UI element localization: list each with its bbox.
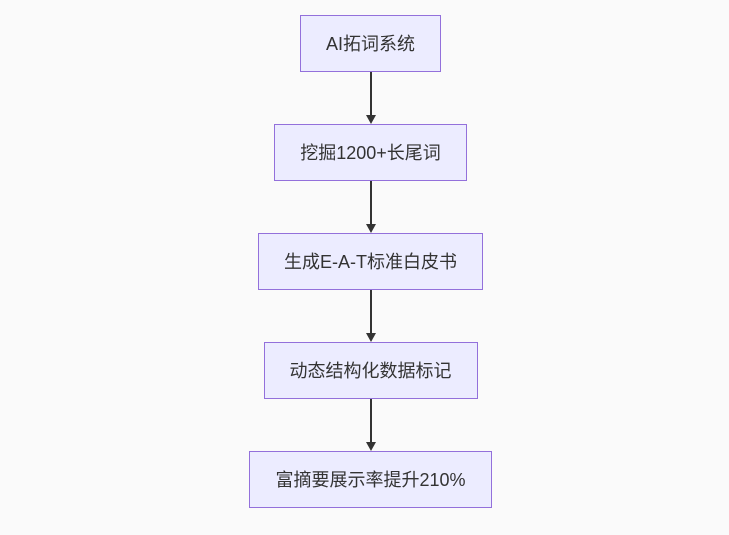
flowchart-node-eat-whitepaper: 生成E-A-T标准白皮书 [258, 233, 483, 290]
arrow-line [369, 181, 372, 224]
flowchart-column: AI拓词系统 挖掘1200+长尾词 生成E-A-T标准白皮书 动态结构化数据标记… [6, 15, 729, 508]
arrow-line [369, 290, 372, 333]
arrow-down-icon [365, 442, 376, 451]
flow-edge-3 [365, 290, 376, 342]
flowchart-node-rich-snippet-rate: 富摘要展示率提升210% [249, 451, 492, 508]
arrow-line [369, 399, 372, 442]
flow-edge-2 [365, 181, 376, 233]
arrow-down-icon [365, 115, 376, 124]
flow-edge-4 [365, 399, 376, 451]
arrow-down-icon [365, 333, 376, 342]
flowchart-node-structured-data-markup: 动态结构化数据标记 [263, 342, 478, 399]
flow-edge-1 [365, 72, 376, 124]
flowchart-node-longtail-keywords: 挖掘1200+长尾词 [274, 124, 467, 181]
arrow-down-icon [365, 224, 376, 233]
flowchart-node-ai-expansion-system: AI拓词系统 [299, 15, 441, 72]
arrow-line [369, 72, 372, 115]
